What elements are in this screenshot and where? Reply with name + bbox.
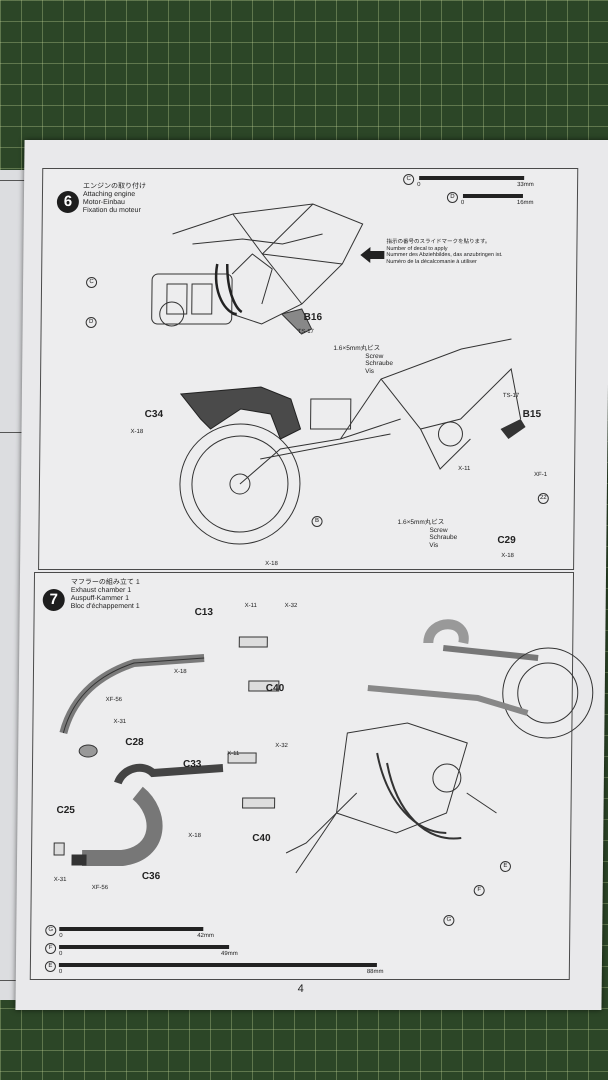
- scale-e-letter: E: [44, 961, 56, 972]
- label-x18-7a: X-18: [173, 669, 187, 675]
- scale-f-letter: F: [45, 943, 57, 954]
- label-xf56-b: XF-56: [91, 885, 109, 891]
- label-x32-a: X-32: [284, 603, 298, 609]
- page-number: 4: [297, 983, 304, 995]
- decal-22-badge: 22: [537, 493, 549, 504]
- scale-g-start: 0: [59, 933, 63, 939]
- step7-title-en: Exhaust chamber 1: [70, 587, 132, 594]
- step7-panel: 7 マフラーの組み立て 1 Exhaust chamber 1 Auspuff-…: [29, 572, 594, 980]
- scale-g-end: 42mm: [197, 933, 214, 939]
- scale-g-bar: [59, 927, 204, 931]
- screw2-ja: 1.6×5mm丸ビス: [397, 519, 445, 526]
- callout-f: F: [473, 885, 485, 896]
- decal-note-ja: 指示の番号のスライドマークを貼ります。: [386, 239, 491, 245]
- label-x11-a: X-11: [244, 603, 257, 609]
- label-x31-a: X-31: [113, 719, 127, 725]
- scale-c-end: 33mm: [517, 182, 534, 188]
- instruction-page: 6 エンジンの取り付け Attaching engine Motor-Einba…: [15, 140, 608, 1010]
- callout-b: B: [311, 516, 323, 527]
- scale-d-bar: [462, 194, 523, 198]
- screw2-de: Schraube: [429, 534, 458, 541]
- screw2-fr: Vis: [429, 541, 439, 549]
- label-c34: C34: [144, 409, 164, 420]
- scale-d-end: 16mm: [516, 200, 534, 206]
- callout-g: G: [443, 915, 455, 926]
- label-x18-7b: X-18: [188, 833, 201, 839]
- motorcycle-chassis-illustration: [179, 338, 526, 545]
- scale-e-end: 88mm: [366, 969, 384, 975]
- scale-e-bar: [58, 963, 377, 967]
- step6-panel: 6 エンジンの取り付け Attaching engine Motor-Einba…: [38, 168, 579, 570]
- motorcycle-rear-illustration: [285, 619, 594, 874]
- scale-f-start: 0: [58, 951, 63, 957]
- scale-f-bar: [59, 945, 230, 949]
- screw2-en: Screw: [429, 526, 448, 534]
- label-c28: C28: [125, 737, 144, 748]
- scale-c-bar: [419, 176, 525, 180]
- decal-note-de: Nummer des Abziehbildes, das anzubringen…: [386, 252, 503, 258]
- label-x18-a: X-18: [130, 429, 144, 435]
- scale-c-letter: C: [403, 174, 415, 185]
- callout-c: C: [86, 277, 98, 288]
- step6-number: 6: [56, 191, 80, 213]
- callout-d: D: [85, 317, 97, 328]
- step6-title-ja: エンジンの取り付け: [83, 183, 147, 190]
- label-x11: X-11: [458, 466, 471, 472]
- decal-note-fr: Numéro de la décalcomanie à utiliser: [386, 258, 477, 265]
- scale-f-end: 49mm: [220, 951, 238, 957]
- label-x31-b: X-31: [53, 877, 67, 883]
- scale-d-letter: D: [446, 192, 459, 203]
- callout-e: E: [499, 861, 512, 872]
- label-c40-b: C40: [252, 833, 271, 844]
- label-c29: C29: [497, 535, 516, 546]
- scale-d-start: 0: [460, 200, 465, 206]
- label-c13: C13: [194, 607, 214, 618]
- screw-note-lower: 1.6×5mm丸ビス Screw Schraube Vis: [397, 519, 458, 549]
- label-c33: C33: [182, 759, 202, 770]
- scale-g-letter: G: [45, 925, 57, 936]
- label-xf1: XF-1: [534, 472, 548, 478]
- label-c25: C25: [56, 805, 75, 816]
- step7-title-ja: マフラーの組み立て 1: [70, 579, 140, 586]
- step7-title-de: Auspuff-Kammer 1: [70, 595, 130, 602]
- decal-note: 指示の番号のスライドマークを貼ります。 Number of decal to a…: [386, 239, 502, 265]
- scale-c-start: 0: [417, 182, 421, 188]
- label-x11-b: X-11: [227, 751, 240, 757]
- scale-e-start: 0: [58, 969, 63, 975]
- label-ts17-lower: TS-17: [502, 393, 520, 399]
- frame-engine-illustration: [151, 203, 364, 335]
- label-x18-c: X-18: [501, 553, 514, 559]
- label-xf56-a: XF-56: [105, 697, 123, 703]
- label-b15: B15: [522, 409, 542, 420]
- decal-arrow-icon: [360, 247, 385, 263]
- label-x18-b: X-18: [265, 561, 278, 567]
- label-c36: C36: [141, 871, 161, 882]
- exhaust-parts-illustration: [53, 636, 280, 866]
